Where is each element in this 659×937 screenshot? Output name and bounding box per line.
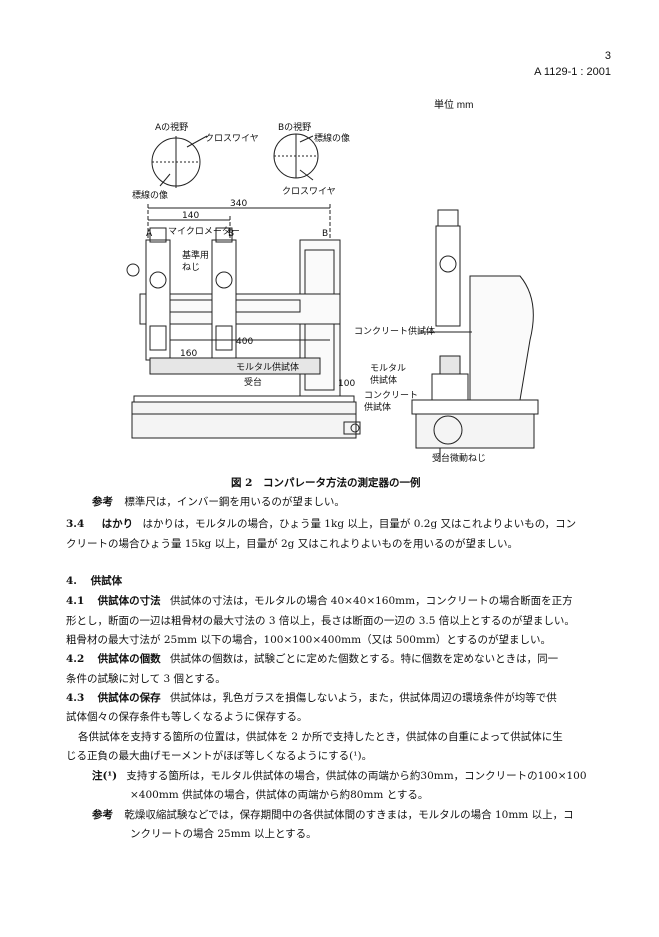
crosswire-b-label: クロスワイヤ <box>282 186 336 197</box>
micrometer-label: マイクロメーター <box>168 226 240 237</box>
section-number: 4.3 <box>66 692 85 704</box>
reference-label: 参考 <box>92 809 113 821</box>
section-4-1-line2: 形とし，断面の一辺は粗骨材の最大寸法の 3 倍以上，長さは断面の一辺の 3.5 … <box>66 615 575 627</box>
mortar-specimen-label: モルタル供試体 <box>236 361 299 373</box>
reference-note-1: 参考 標準尺は，インバー鋼を用いるのが望ましい。 <box>92 495 345 509</box>
label-b-second: B <box>322 229 328 239</box>
section-number: 3.4 <box>66 518 85 530</box>
comparator-figure: Aの視野 Bの視野 クロスワイヤ 標線の像 標線の像 クロスワイヤ 340 14… <box>126 121 539 464</box>
section-text: はかりは，モルタルの場合，ひょう量 1kg 以上，目量が 0.2g 又はこれより… <box>142 518 577 530</box>
section-4-3-line2: 試体個々の保存条件も等しくなるように保存する。 <box>66 711 308 723</box>
mortar-label-1: モルタル <box>370 363 406 374</box>
footnote: 注(¹) 支持する箇所は，モルタル供試体の場合，供試体の両端から約30mm，コン… <box>92 769 587 783</box>
section-title: 供試体の寸法 <box>97 595 161 607</box>
section-number: 4.1 <box>66 595 85 607</box>
label-b: B <box>228 229 234 239</box>
footnote-line2: ×400mm 供試体の場合，供試体の両端から約80mm とする。 <box>130 789 429 801</box>
section-4-1: 4.1 供試体の寸法 供試体の寸法は，モルタルの場合 40×40×160mm，コ… <box>66 594 573 608</box>
concrete-label-1: コンクリート <box>364 390 418 401</box>
page-number: 3 <box>604 50 611 62</box>
reference-screw-label-2: ねじ <box>182 262 200 273</box>
paragraph-line1: 各供試体を支持する箇所の位置は，供試体を 2 か所で支持したとき，供試体の自重に… <box>78 731 563 743</box>
section-text: 供試体の寸法は，モルタルの場合 40×40×160mm，コンクリートの場合断面を… <box>169 595 573 607</box>
footnote-text: 支持する箇所は，モルタル供試体の場合，供試体の両端から約30mm，コンクリートの… <box>126 770 587 782</box>
section-title: 供試体の保存 <box>97 692 161 704</box>
reference-note-2-line2: ンクリートの場合 25mm 以上とする。 <box>130 828 317 840</box>
footnote-label: 注(¹) <box>92 770 118 782</box>
dimension-100: 100 <box>338 379 355 389</box>
paragraph-line2: じる正負の最大曲げモーメントがほぼ等しくなるようにする(¹)。 <box>66 750 373 762</box>
section-3-4-line2: クリートの場合ひょう量 15kg 以上，目量が 2g 又はこれよりよいものを用い… <box>66 538 518 550</box>
view-b-title: Bの視野 <box>278 121 311 133</box>
view-a-diagram <box>151 135 208 188</box>
reference-label: 参考 <box>92 496 113 508</box>
view-b-diagram <box>273 133 319 181</box>
label-a: A <box>146 229 153 239</box>
dimension-400: 400 <box>236 337 253 347</box>
scale-image-a-label: 標線の像 <box>132 189 168 201</box>
section-4-3: 4.3 供試体の保存 供試体は，乳色ガラスを損傷しないよう，また，供試体周辺の環… <box>66 691 557 705</box>
section-4-heading: 4. 供試体 <box>66 574 122 588</box>
section-4-2: 4.2 供試体の個数 供試体の個数は，試験ごとに定めた個数とする。特に個数を定め… <box>66 652 558 666</box>
section-4-2-line2: 条件の試験に対して 3 個とする。 <box>66 673 226 685</box>
dimension-160: 160 <box>180 349 197 359</box>
mortar-label-2: 供試体 <box>370 374 397 386</box>
view-a-title: Aの視野 <box>155 121 188 133</box>
section-4-1-line3: 粗骨材の最大寸法が 25mm 以下の場合，100×100×400mm（又は 50… <box>66 634 552 646</box>
concrete-specimen-label: コンクリート供試体 <box>354 325 435 337</box>
base-label: 受台 <box>244 376 262 388</box>
comparator-left-view <box>126 227 361 439</box>
section-number: 4. <box>66 575 77 587</box>
dimension-140: 140 <box>182 211 199 221</box>
section-title: はかり <box>101 518 134 530</box>
figure-caption: 図 2 コンパレータ方法の測定器の一例 <box>231 477 421 489</box>
document-code: A 1129-1 : 2001 <box>534 66 611 78</box>
section-text: 供試体の個数は，試験ごとに定めた個数とする。特に個数を定めないときは，同一 <box>169 653 559 665</box>
reference-text: 標準尺は，インバー鋼を用いるのが望ましい。 <box>124 496 345 508</box>
section-number: 4.2 <box>66 653 85 665</box>
section-title: 供試体の個数 <box>97 653 161 665</box>
comparator-side-view <box>411 209 539 462</box>
reference-screw-label-1: 基準用 <box>182 249 209 261</box>
dimension-340: 340 <box>230 199 247 209</box>
concrete-label-2: 供試体 <box>364 401 391 413</box>
reference-text: 乾燥収縮試験などでは，保存期間中の各供試体間のすきまは，モルタルの場合 10mm… <box>124 809 574 821</box>
unit-label: 単位 mm <box>434 100 474 111</box>
section-title: 供試体 <box>90 575 123 587</box>
base-fine-screw-label: 受台微動ねじ <box>432 452 486 464</box>
section-3-4: 3.4 はかり はかりは，モルタルの場合，ひょう量 1kg 以上，目量が 0.2… <box>66 517 576 531</box>
reference-note-2: 参考 乾燥収縮試験などでは，保存期間中の各供試体間のすきまは，モルタルの場合 1… <box>92 808 574 822</box>
section-text: 供試体は，乳色ガラスを損傷しないよう，また，供試体周辺の環境条件が均等で供 <box>169 692 557 704</box>
crosswire-a-label: クロスワイヤ <box>205 133 259 144</box>
scale-image-b-label: 標線の像 <box>314 132 350 144</box>
